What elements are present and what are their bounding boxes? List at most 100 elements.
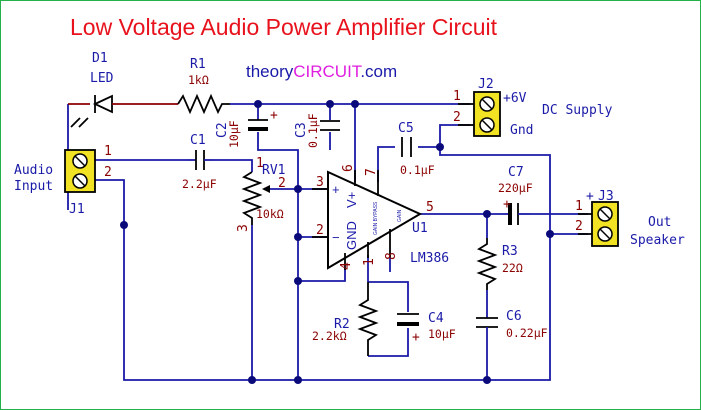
- led-ref: D1: [92, 51, 108, 66]
- c5-value: 0.1μF: [400, 163, 435, 177]
- c5-ref: C5: [398, 121, 414, 136]
- capacitor-c7: + C7 220μF: [498, 165, 533, 225]
- title: Low Voltage Audio Power Amplifier Circui…: [70, 14, 498, 40]
- c7-value: 220μF: [498, 181, 533, 195]
- junction-dot: [436, 143, 444, 151]
- r2-ref: R2: [334, 317, 350, 332]
- r2-value: 2.2kΩ: [312, 329, 347, 343]
- j3-plus: +: [586, 189, 594, 204]
- brand-watermark: theoryCIRCUIT.com: [246, 62, 397, 81]
- junction-dot: [294, 185, 302, 193]
- j3-label-line1: Out: [648, 215, 671, 230]
- resistor-r3: R3 22Ω: [476, 238, 523, 290]
- junction-dot: [120, 221, 128, 229]
- terminal-j2: 1 2 J2 +6V DC Supply Gnd: [453, 77, 613, 138]
- c4-ref: C4: [428, 311, 444, 326]
- c6-value: 0.22μF: [506, 326, 548, 340]
- j1-label-line2: Input: [14, 179, 53, 194]
- amplifier-u1: + − GND V+ GAIN BYPASS GAIN 3 2 6 7 4 1 …: [312, 164, 449, 270]
- capacitor-c1: C1 2.2μF: [182, 133, 217, 191]
- c3-ref: C3: [294, 122, 309, 138]
- capacitor-c4: + C4 10μF: [397, 311, 456, 345]
- u1-pin-5: 5: [426, 200, 434, 215]
- j2-gnd-label: Gnd: [510, 123, 533, 138]
- r3-ref: R3: [502, 244, 518, 259]
- led-d1: D1 LED: [70, 51, 178, 128]
- u1-pin-3: 3: [316, 175, 324, 190]
- junction-dot: [248, 376, 256, 384]
- u1-gnd-label: GND: [344, 221, 359, 250]
- c2-value: 10μF: [227, 120, 241, 148]
- c2-ref: C2: [215, 122, 230, 138]
- u1-pin-6: 6: [341, 164, 356, 172]
- brand-prefix: theory: [246, 62, 294, 81]
- u1-minus: −: [332, 230, 340, 245]
- capacitor-c6: C6 0.22μF: [476, 309, 548, 340]
- terminal-j1: 1 2 Audio Input J1: [14, 144, 112, 217]
- u1-pin-4: 4: [339, 262, 354, 270]
- c2-plus: +: [270, 108, 278, 123]
- u1-gain-label: GAIN: [397, 209, 403, 222]
- u1-ref: U1: [412, 221, 428, 236]
- j1-label-line1: Audio: [14, 163, 53, 178]
- u1-pin-2: 2: [316, 223, 324, 238]
- rv1-pin-3: 3: [236, 224, 251, 232]
- junction-dot: [351, 100, 359, 108]
- u1-pin-1: 1: [362, 258, 377, 266]
- j2-pin-1: 1: [453, 89, 461, 104]
- capacitor-c2: + 10μF C2: [215, 108, 278, 148]
- rv1-pin-2: 2: [278, 176, 286, 191]
- junction-dot: [483, 210, 491, 218]
- c4-plus: +: [412, 330, 420, 345]
- junction-dot: [294, 376, 302, 384]
- junction-dot: [326, 100, 334, 108]
- junction-dot: [254, 100, 262, 108]
- c1-value: 2.2μF: [182, 177, 217, 191]
- u1-pin-7: 7: [364, 168, 379, 176]
- j1-ref: J1: [69, 202, 85, 217]
- j2-plus-label: +6V: [503, 91, 527, 106]
- led-light-arrow: [70, 117, 81, 128]
- j2-pin-2: 2: [453, 110, 461, 125]
- c1-ref: C1: [190, 133, 206, 148]
- r1-value: 1kΩ: [188, 73, 209, 87]
- c6-ref: C6: [506, 309, 522, 324]
- capacitor-c3: C3 0.1μF: [294, 113, 340, 148]
- j1-pin-1: 1: [104, 144, 112, 159]
- resistor-r1: R1 1kΩ: [177, 57, 230, 115]
- rv1-ref: RV1: [262, 163, 285, 178]
- potentiometer-rv1: RV1 10kΩ 1 2 3: [236, 156, 286, 232]
- capacitor-c5: C5 0.1μF: [398, 121, 435, 177]
- j1-pin-2: 2: [104, 165, 112, 180]
- junction-dot: [294, 233, 302, 241]
- c7-ref: C7: [508, 165, 524, 180]
- c4-value: 10μF: [428, 327, 456, 341]
- rv1-pin-1: 1: [256, 156, 264, 171]
- j3-label-line2: Speaker: [630, 233, 685, 248]
- junction-dot: [294, 277, 302, 285]
- c7-plus: +: [503, 197, 511, 212]
- j2-label: DC Supply: [542, 103, 613, 118]
- r3-value: 22Ω: [502, 261, 523, 275]
- u1-pin-8: 8: [384, 252, 399, 260]
- terminal-j3: 1 2 + J3 Out Speaker: [575, 189, 685, 248]
- led-value: LED: [90, 71, 114, 86]
- junction-dot: [546, 230, 554, 238]
- u1-vplus-label: V+: [344, 192, 359, 208]
- junctions: [120, 100, 554, 384]
- u1-plus: +: [332, 182, 340, 197]
- u1-part: LM386: [410, 251, 449, 266]
- rv1-value: 10kΩ: [256, 207, 284, 221]
- resistor-r2: R2 2.2kΩ: [312, 282, 379, 356]
- j3-pin-2: 2: [575, 219, 583, 234]
- j3-pin-1: 1: [575, 199, 583, 214]
- r1-ref: R1: [190, 57, 206, 72]
- brand-highlight: CIRCUIT: [293, 62, 362, 81]
- brand-suffix: .com: [360, 62, 397, 81]
- j2-ref: J2: [478, 77, 494, 92]
- j3-ref: J3: [598, 189, 614, 204]
- u1-gain-bypass-label: GAIN BYPASS: [373, 201, 379, 235]
- c3-value: 0.1μF: [306, 113, 320, 148]
- junction-dot: [483, 376, 491, 384]
